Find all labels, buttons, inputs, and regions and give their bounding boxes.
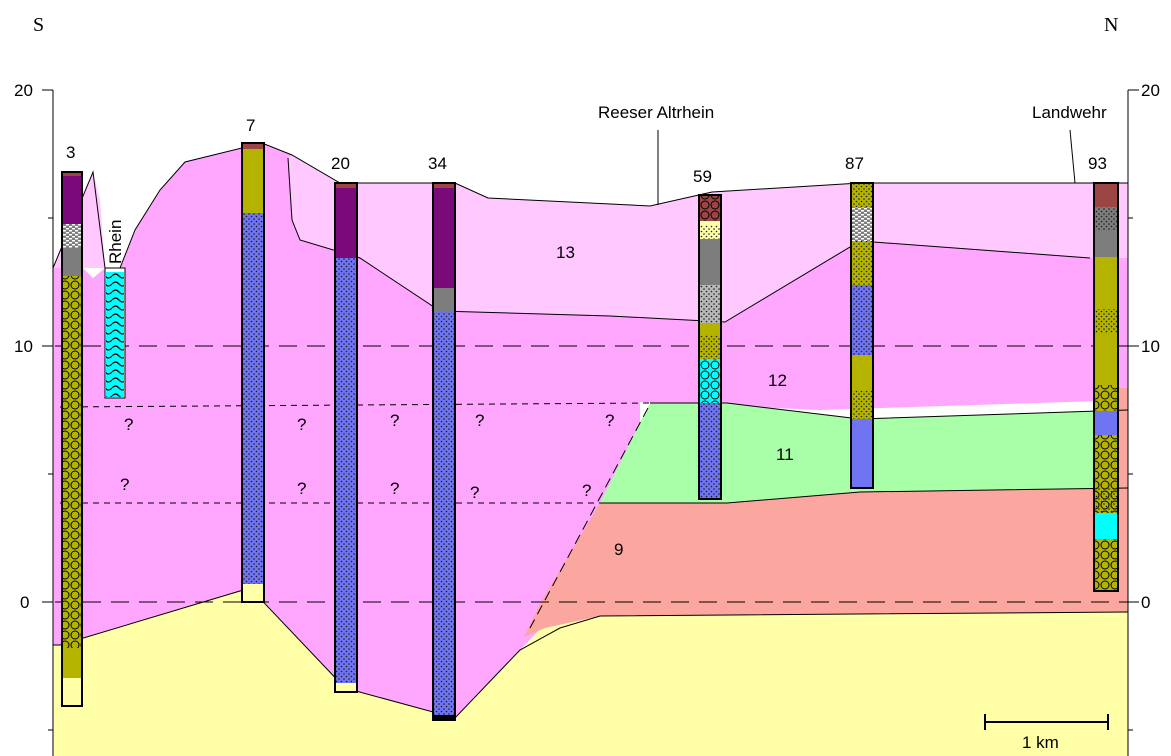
direction-south: S (33, 14, 44, 36)
fault-dashed-line (529, 407, 649, 629)
scale-bar-label: 1 km (1022, 733, 1059, 752)
borehole-label-20: 20 (331, 154, 350, 173)
borehole-3 (61, 171, 83, 707)
reeser-altrhein-label: Reeser Altrhein (598, 103, 714, 122)
borehole-label-7: 7 (246, 116, 255, 135)
borehole-7 (241, 142, 265, 603)
y-tick-0-left: 0 (20, 593, 29, 612)
green-top-line (650, 402, 1129, 420)
question-mark: ? (390, 479, 399, 498)
unit-label-13: 13 (556, 243, 575, 262)
question-mark: ? (390, 411, 399, 430)
y-tick-20-right: 20 (1141, 81, 1160, 100)
landwehr-label: Landwehr (1032, 103, 1107, 122)
borehole-label-87: 87 (845, 154, 864, 173)
borehole-label-34: 34 (428, 154, 447, 173)
borehole-59 (698, 194, 722, 500)
question-mark: ? (120, 475, 129, 494)
borehole-93 (1093, 182, 1119, 592)
salmon-layer (524, 488, 1128, 637)
question-mark: ? (124, 415, 133, 434)
layer-fills (53, 143, 1128, 756)
rhein-label: Rhein (106, 220, 125, 264)
unit-label-12: 12 (768, 371, 787, 390)
reference-lines (55, 345, 1128, 629)
question-mark: ? (582, 481, 591, 500)
question-mark: ? (470, 483, 479, 502)
question-mark: ? (605, 411, 614, 430)
borehole-label-93: 93 (1088, 154, 1107, 173)
salmon-top-line (600, 487, 1129, 504)
unit-label-11: 11 (776, 445, 794, 464)
question-mark: ? (475, 411, 484, 430)
borehole-87 (850, 182, 874, 489)
landwehr-pointer (1069, 129, 1076, 184)
scale-bar (984, 714, 1109, 730)
question-mark: ? (297, 479, 306, 498)
salmon-right-strip (1118, 388, 1128, 612)
borehole-label-3: 3 (66, 143, 75, 162)
axes (42, 89, 1139, 756)
borehole-label-59: 59 (693, 167, 712, 186)
borehole-20 (334, 182, 358, 693)
labels: S N 20 10 0 20 10 0 Reeser Altrhein Land… (14, 14, 1160, 752)
y-tick-10-right: 10 (1141, 337, 1160, 356)
direction-north: N (1104, 14, 1118, 36)
unit-label-9: 9 (614, 540, 623, 559)
y-tick-20-left: 20 (14, 81, 33, 100)
question-mark: ? (297, 415, 306, 434)
borehole-34 (432, 182, 456, 721)
rhein-channel (104, 267, 126, 399)
y-tick-10-left: 10 (14, 337, 33, 356)
y-tick-0-right: 0 (1141, 593, 1150, 612)
